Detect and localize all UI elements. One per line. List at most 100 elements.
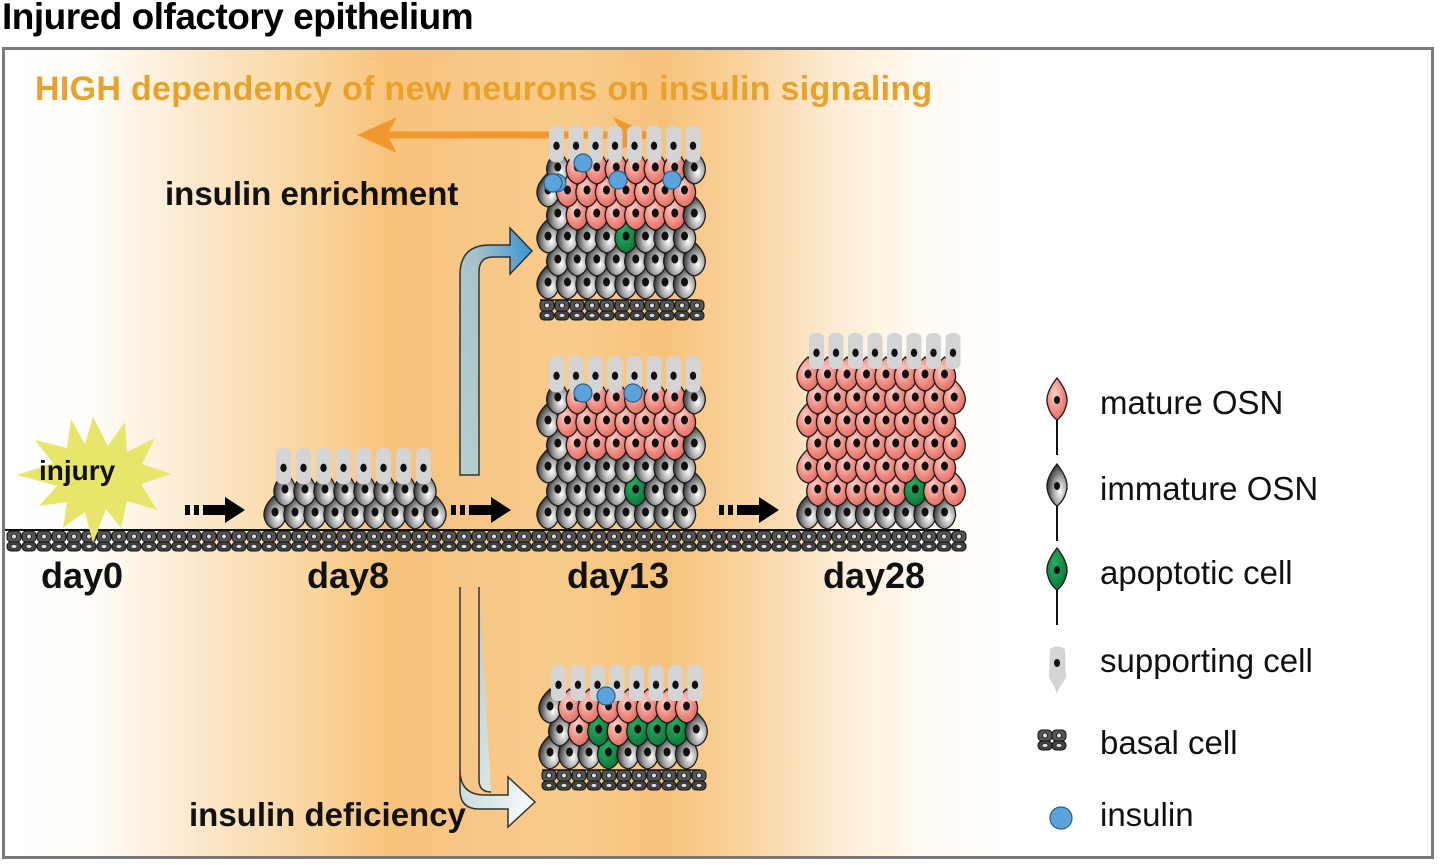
legend-label-basal-cell: basal cell xyxy=(1100,724,1238,761)
basal-cell xyxy=(321,530,337,552)
basal-cell xyxy=(726,530,742,552)
supporting-cell xyxy=(549,356,564,392)
basal-cell xyxy=(216,530,232,552)
basal-cell xyxy=(336,530,352,552)
basal-cell xyxy=(1037,729,1053,751)
basal-cell xyxy=(201,530,217,552)
basal-cell xyxy=(621,530,637,552)
basal-cell xyxy=(629,299,645,321)
figure-title: Injured olfactory epithelium xyxy=(2,0,474,37)
supporting-cell xyxy=(685,126,701,162)
injury-burst-icon xyxy=(17,417,171,543)
basal-cell xyxy=(786,530,802,552)
enrichment-branch-arrow xyxy=(459,226,534,476)
basal-cell xyxy=(186,530,202,552)
basal-cell xyxy=(276,530,292,552)
basal-cell xyxy=(396,530,412,552)
progression-arrow-3 xyxy=(719,497,779,523)
basal-cell xyxy=(936,530,952,552)
basal-cell xyxy=(831,530,847,552)
supporting-cell xyxy=(887,333,902,369)
basal-cell xyxy=(861,530,877,552)
basal-cell xyxy=(456,530,472,552)
basal-cell xyxy=(556,769,572,791)
basal-cell xyxy=(951,530,967,552)
legend-label-mature-osn: mature OSN xyxy=(1100,384,1284,421)
basal-cell xyxy=(816,530,832,552)
supporting-cell xyxy=(568,356,584,392)
basal-cell xyxy=(471,530,487,552)
basal-cell xyxy=(674,299,690,321)
basal-cell xyxy=(351,530,367,552)
basal-cell xyxy=(306,530,322,552)
supporting-cell xyxy=(627,356,642,392)
basal-cell xyxy=(541,769,557,791)
diagram-frame: HIGH dependency of new neurons on insuli… xyxy=(2,47,1434,859)
basal-cell xyxy=(501,530,517,552)
injury-label: injury xyxy=(39,455,116,486)
mature-osn-icon xyxy=(1046,376,1068,455)
basal-cell xyxy=(876,530,892,552)
basal-cell xyxy=(141,530,157,552)
day28-label: day28 xyxy=(823,555,926,596)
supporting-cell xyxy=(848,333,863,369)
supporting-cell xyxy=(296,448,311,484)
insulin-molecule xyxy=(608,170,628,190)
insulin-molecule xyxy=(662,170,682,190)
day8-epithelium xyxy=(263,448,447,530)
supporting-cell xyxy=(588,126,603,162)
supporting-cell xyxy=(549,126,564,162)
supporting-cell xyxy=(668,665,683,701)
basal-cell xyxy=(906,530,922,552)
day13-control-epithelium xyxy=(536,356,706,530)
basal-cell xyxy=(586,769,602,791)
basal-cell xyxy=(441,530,457,552)
basal-cell xyxy=(426,530,442,552)
supporting-cell-icon xyxy=(1049,646,1066,695)
basal-cell xyxy=(554,299,570,321)
insulin-deficiency-label: insulin deficiency xyxy=(189,796,466,833)
insulin-molecule xyxy=(596,686,616,706)
supporting-cell xyxy=(666,126,681,162)
supporting-cell xyxy=(570,665,586,701)
basal-cell xyxy=(576,530,592,552)
supporting-cell xyxy=(551,665,566,701)
supporting-cell xyxy=(396,448,411,484)
supporting-cell xyxy=(627,126,642,162)
basal-cell xyxy=(261,530,277,552)
basal-cell xyxy=(36,530,52,552)
basal-cell-icon xyxy=(1037,729,1067,751)
legend-label-apoptotic-cell: apoptotic cell xyxy=(1100,554,1293,591)
basal-cell xyxy=(66,530,82,552)
basal-cell xyxy=(631,769,647,791)
basal-cell xyxy=(601,769,617,791)
supporting-cell xyxy=(646,126,662,162)
basal-cell xyxy=(696,530,712,552)
supporting-cell xyxy=(666,356,681,392)
supporting-cell xyxy=(809,333,824,369)
basal-cell xyxy=(681,530,697,552)
supporting-cell xyxy=(588,356,603,392)
basal-cell xyxy=(614,299,630,321)
basal-cell xyxy=(569,299,585,321)
supporting-cell xyxy=(629,665,644,701)
basal-cell xyxy=(711,530,727,552)
basal-cell xyxy=(659,299,675,321)
basal-cell xyxy=(616,769,632,791)
legend-label-immature-osn: immature OSN xyxy=(1100,470,1319,507)
basal-cell xyxy=(231,530,247,552)
supporting-cell xyxy=(926,333,941,369)
basal-cell xyxy=(561,530,577,552)
basal-cell xyxy=(539,299,555,321)
basal-cell xyxy=(636,530,652,552)
supporting-cell xyxy=(646,356,662,392)
insulin-molecule xyxy=(573,383,593,403)
basal-cell xyxy=(6,530,22,552)
basal-cell xyxy=(676,769,692,791)
supporting-cell xyxy=(316,448,331,484)
supporting-cell xyxy=(607,126,623,162)
day13-label: day13 xyxy=(567,555,670,596)
basal-cell xyxy=(21,530,37,552)
progression-arrow-1 xyxy=(185,497,245,523)
basal-cell xyxy=(741,530,757,552)
